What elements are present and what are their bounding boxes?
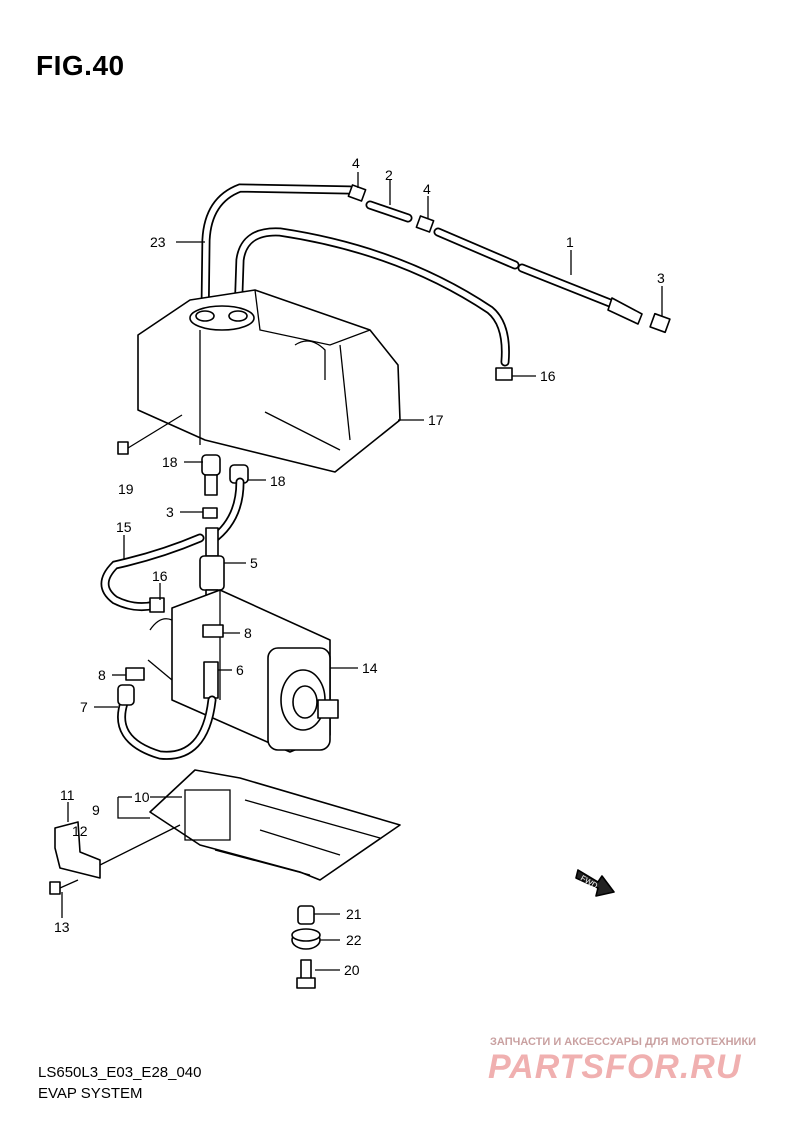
leader-lines [61,172,663,971]
callout-16-mid: 16 [152,568,168,584]
figure-title: FIG.40 [36,50,125,81]
clamp-4a [347,184,367,202]
callout-14: 14 [362,660,378,676]
clamp-16-top [495,367,513,381]
callout-8-left: 8 [98,667,106,683]
clamp-3-mid [202,507,218,519]
hose-23 [200,183,355,323]
clamp-3-top [649,312,671,334]
clip-12 [54,821,181,879]
callout-2: 2 [385,167,393,183]
callout-18-left: 18 [162,454,178,470]
figure-name: EVAP SYSTEM [38,1085,143,1102]
callout-12: 12 [72,823,88,839]
grommet-18-left [201,454,221,496]
grommet-22 [291,928,321,950]
callout-3-mid: 3 [166,504,174,520]
callout-labels: 4 2 4 1 3 23 16 17 18 18 19 3 15 5 16 8 … [54,155,665,978]
watermark-tagline: ЗАПЧАСТИ И АКСЕССУАРЫ ДЛЯ МОТОТЕХНИКИ [490,1036,757,1048]
clamp-8-upper [202,624,224,638]
callout-1: 1 [566,234,574,250]
callout-22: 22 [346,932,362,948]
callout-4a: 4 [352,155,360,171]
callout-9: 9 [92,802,100,818]
callout-23: 23 [150,234,166,250]
hose-7 [117,684,217,760]
clamp-16-mid [149,597,165,613]
hose-6 [203,661,219,699]
fwd-arrow: FWD [575,869,615,897]
callout-11: 11 [60,787,75,803]
watermark-logo: PARTSFOR.RU [488,1048,742,1086]
callout-4b: 4 [423,181,431,197]
callout-5: 5 [250,555,258,571]
hose-return [233,227,510,367]
clamp-4b [415,215,435,233]
callout-10: 10 [134,789,150,805]
callout-21: 21 [346,906,362,922]
callout-8-upper: 8 [244,625,252,641]
callout-16-top: 16 [540,368,556,384]
screw-13 [49,879,79,895]
callout-6: 6 [236,662,244,678]
figure-code: LS650L3_E03_E28_040 [38,1064,202,1081]
callout-20: 20 [344,962,360,978]
hose-15 [100,533,205,612]
screw-19 [117,414,183,455]
bracket-9 [149,769,401,881]
bolt-20 [296,959,316,989]
callout-19: 19 [118,481,134,497]
callout-3-top: 3 [657,270,665,286]
callout-17: 17 [428,412,444,428]
tank-17 [137,289,401,473]
callout-7: 7 [80,699,88,715]
hose-upper-1 [433,227,520,270]
collar-21 [297,905,315,925]
callout-15: 15 [116,519,132,535]
callout-18-right: 18 [270,473,286,489]
callout-13: 13 [54,919,70,935]
clamp-8-left [125,667,145,681]
hose-1 [517,263,643,325]
hose-2 [365,200,413,223]
